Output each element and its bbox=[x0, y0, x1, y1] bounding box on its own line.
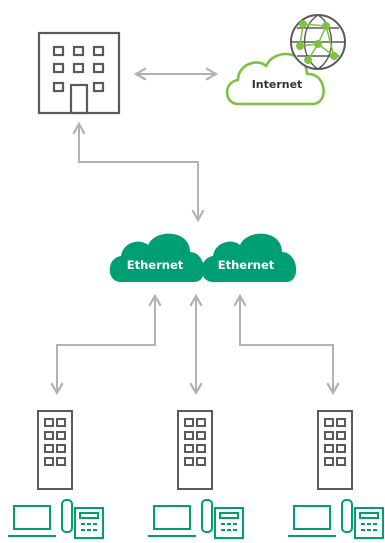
laptop-icon bbox=[288, 505, 336, 537]
branch-left-connector bbox=[50, 293, 162, 396]
ethernet-left-label: Ethernet bbox=[127, 258, 184, 272]
phone-fax-icon bbox=[341, 499, 384, 539]
ethernet-right-label: Ethernet bbox=[218, 258, 275, 272]
phone-fax-icon bbox=[61, 499, 104, 539]
internet-cloud: Internet bbox=[225, 52, 325, 106]
branch-building-center-icon bbox=[177, 410, 213, 490]
globe-network-icon bbox=[290, 14, 346, 70]
branch-building-right-icon bbox=[317, 410, 353, 490]
internet-label: Internet bbox=[252, 78, 303, 91]
laptop-icon bbox=[8, 505, 56, 537]
branch-right-connector bbox=[233, 293, 340, 396]
phone-fax-icon bbox=[201, 499, 244, 539]
laptop-icon bbox=[148, 505, 196, 537]
branch-building-left-icon bbox=[37, 410, 73, 490]
ethernet-cloud-left: Ethernet bbox=[109, 233, 205, 282]
ethernet-cloud-right: Ethernet bbox=[201, 233, 297, 282]
hq-building-icon bbox=[37, 31, 121, 115]
hq-ethernet-connector bbox=[72, 121, 205, 223]
